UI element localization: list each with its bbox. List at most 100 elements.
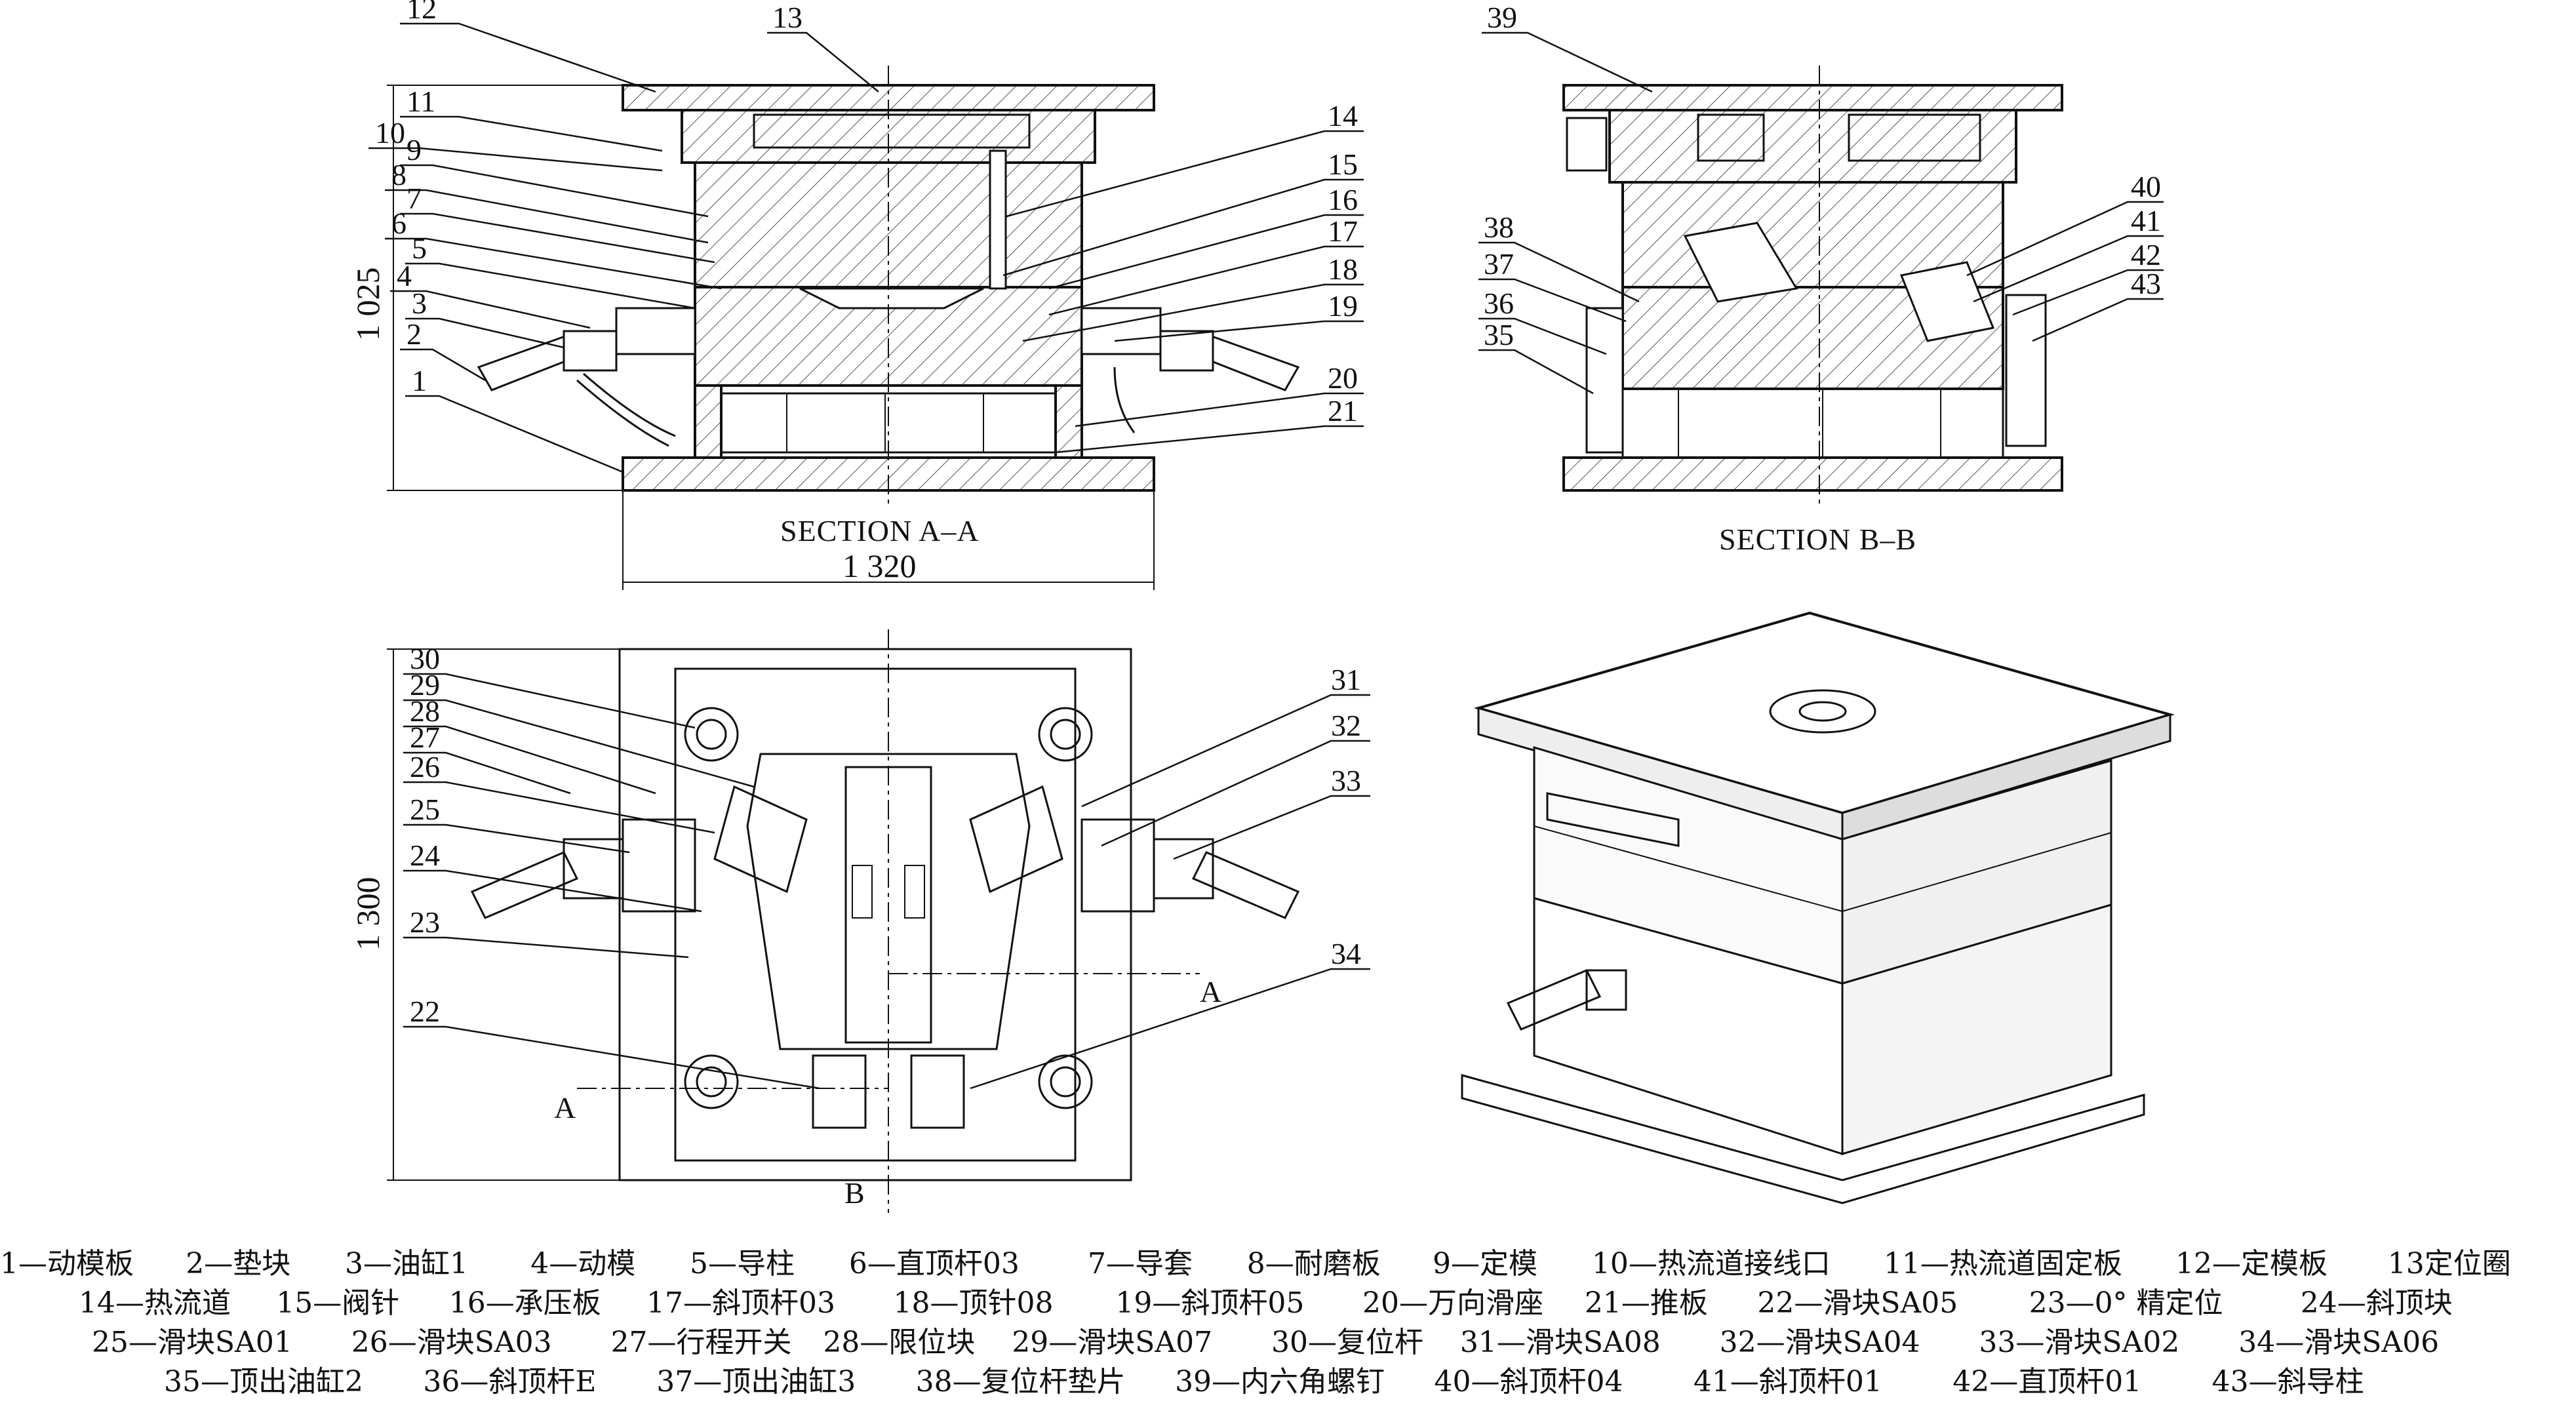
legend-item: 19—斜顶杆05 bbox=[1115, 1286, 1304, 1320]
callout-39: 39 bbox=[1487, 1, 1517, 34]
callout-14: 14 bbox=[1328, 99, 1358, 132]
legend-item: 26—滑块SA03 bbox=[351, 1326, 552, 1359]
legend-item: 43—斜导柱 bbox=[2212, 1365, 2364, 1398]
legend-item: 25—滑块SA01 bbox=[92, 1326, 292, 1359]
legend-item: 24—斜顶块 bbox=[2301, 1286, 2453, 1320]
legend-item: 7—导套 bbox=[1088, 1247, 1193, 1280]
callout-22: 22 bbox=[410, 995, 440, 1028]
callout-7: 7 bbox=[406, 182, 422, 215]
legend-item: 29—滑块SA07 bbox=[1012, 1326, 1212, 1359]
dim-height-plan: 1 300 bbox=[349, 877, 386, 951]
legend-item: 4—动模 bbox=[530, 1247, 635, 1280]
caption-section-bb: SECTION B–B bbox=[1719, 523, 1916, 556]
legend-item: 8—耐磨板 bbox=[1247, 1247, 1381, 1280]
legend-item: 6—直顶杆03 bbox=[849, 1247, 1020, 1280]
callout-37: 37 bbox=[1484, 247, 1514, 281]
legend-item: 11—热流道固定板 bbox=[1884, 1247, 2122, 1280]
isometric-view bbox=[1461, 611, 2175, 1204]
callout-32: 32 bbox=[1331, 709, 1361, 742]
legend-item: 1—动模板 bbox=[0, 1247, 134, 1280]
callout-40: 40 bbox=[2131, 170, 2161, 203]
legend-item: 5—导柱 bbox=[690, 1247, 795, 1280]
right-cylinder-assembly bbox=[1080, 307, 1300, 433]
legend-item: 31—滑块SA08 bbox=[1460, 1326, 1661, 1359]
legend-item: 39—内六角螺钉 bbox=[1175, 1365, 1385, 1398]
legend-item: 23—0° 精定位 bbox=[2029, 1286, 2223, 1320]
section-mark-a-left: A bbox=[554, 1091, 576, 1124]
left-cylinder-assembly bbox=[477, 307, 696, 447]
legend-item: 3—油缸1 bbox=[345, 1247, 468, 1280]
plan-view: A A B 1 300 30 29 28 27 26 25 24 23 22 3… bbox=[349, 629, 1370, 1213]
legend-item: 37—顶出油缸3 bbox=[656, 1365, 856, 1398]
callout-13: 13 bbox=[772, 1, 803, 34]
callout-21: 21 bbox=[1328, 394, 1358, 427]
legend: 1—动模板 2—垫块 3—油缸1 4—动模 5—导柱 6—直顶杆03 7—导套 8—耐磨板 9—… bbox=[0, 1247, 2511, 1398]
callout-29: 29 bbox=[410, 668, 440, 702]
callout-36: 36 bbox=[1484, 287, 1514, 320]
legend-item: 15—阀针 bbox=[276, 1286, 399, 1320]
callout-12: 12 bbox=[406, 0, 437, 25]
legend-item: 10—热流道接线口 bbox=[1592, 1247, 1831, 1280]
callout-38: 38 bbox=[1484, 210, 1514, 244]
callout-17: 17 bbox=[1328, 214, 1358, 248]
callout-27: 27 bbox=[410, 721, 440, 754]
callout-9: 9 bbox=[406, 133, 422, 167]
section-mark-b: B bbox=[844, 1176, 865, 1210]
callout-19: 19 bbox=[1328, 289, 1358, 323]
callout-11: 11 bbox=[406, 85, 435, 118]
legend-item: 18—顶针08 bbox=[894, 1286, 1054, 1320]
legend-item: 14—热流道 bbox=[79, 1286, 231, 1320]
legend-item: 20—万向滑座 bbox=[1362, 1286, 1543, 1320]
callout-41: 41 bbox=[2131, 204, 2161, 237]
callout-26: 26 bbox=[410, 750, 440, 783]
legend-item: 41—斜顶杆01 bbox=[1694, 1365, 1882, 1398]
callout-23: 23 bbox=[410, 905, 440, 939]
callout-8: 8 bbox=[391, 158, 406, 191]
dim-width-aa: 1 320 bbox=[842, 547, 917, 584]
callout-42: 42 bbox=[2131, 238, 2161, 271]
legend-item: 12—定模板 bbox=[2175, 1247, 2328, 1280]
callout-2: 2 bbox=[406, 317, 422, 351]
callout-16: 16 bbox=[1328, 183, 1358, 216]
legend-item: 33—滑块SA02 bbox=[1979, 1326, 2179, 1359]
legend-item: 36—斜顶杆E bbox=[423, 1365, 596, 1398]
callout-6: 6 bbox=[391, 207, 406, 240]
legend-item: 21—推板 bbox=[1585, 1286, 1708, 1320]
callout-30: 30 bbox=[410, 642, 440, 675]
callout-28: 28 bbox=[410, 694, 440, 728]
dim-height-aa: 1 025 bbox=[349, 268, 386, 342]
callout-31: 31 bbox=[1331, 663, 1361, 696]
callout-10: 10 bbox=[375, 116, 405, 149]
callout-1: 1 bbox=[412, 364, 427, 397]
caption-section-aa: SECTION A–A bbox=[780, 514, 980, 547]
legend-item: 38—复位杆垫片 bbox=[916, 1365, 1126, 1398]
legend-item: 32—滑块SA04 bbox=[1720, 1326, 1920, 1359]
callout-24: 24 bbox=[410, 839, 440, 872]
callout-15: 15 bbox=[1328, 148, 1358, 181]
callout-35: 35 bbox=[1484, 318, 1514, 351]
legend-item: 35—顶出油缸2 bbox=[164, 1365, 363, 1398]
callout-20: 20 bbox=[1328, 361, 1358, 395]
callout-4: 4 bbox=[397, 259, 412, 292]
legend-item: 28—限位块 bbox=[823, 1326, 975, 1359]
legend-item: 22—滑块SA05 bbox=[1757, 1286, 1958, 1320]
legend-item: 34—滑块SA06 bbox=[2238, 1326, 2439, 1359]
callout-43: 43 bbox=[2131, 267, 2161, 300]
legend-item: 27—行程开关 bbox=[611, 1326, 792, 1359]
legend-item: 42—直顶杆01 bbox=[1952, 1365, 2141, 1398]
callout-34: 34 bbox=[1331, 937, 1361, 970]
callout-33: 33 bbox=[1331, 764, 1361, 797]
legend-item: 16—承压板 bbox=[449, 1286, 601, 1320]
legend-item: 17—斜顶杆03 bbox=[646, 1286, 835, 1320]
legend-item: 30—复位杆 bbox=[1271, 1326, 1423, 1359]
legend-item: 13定位圈 bbox=[2388, 1247, 2511, 1280]
legend-item: 40—斜顶杆04 bbox=[1434, 1365, 1623, 1398]
legend-item: 9—定模 bbox=[1433, 1247, 1537, 1280]
section-mark-a-right: A bbox=[1200, 975, 1221, 1008]
callout-5: 5 bbox=[412, 231, 427, 265]
callout-18: 18 bbox=[1328, 252, 1358, 286]
section-bb-view: SECTION B–B 39 38 37 36 35 40 41 42 43 bbox=[1478, 1, 2164, 556]
legend-item: 2—垫块 bbox=[186, 1247, 290, 1280]
callout-3: 3 bbox=[412, 287, 427, 320]
